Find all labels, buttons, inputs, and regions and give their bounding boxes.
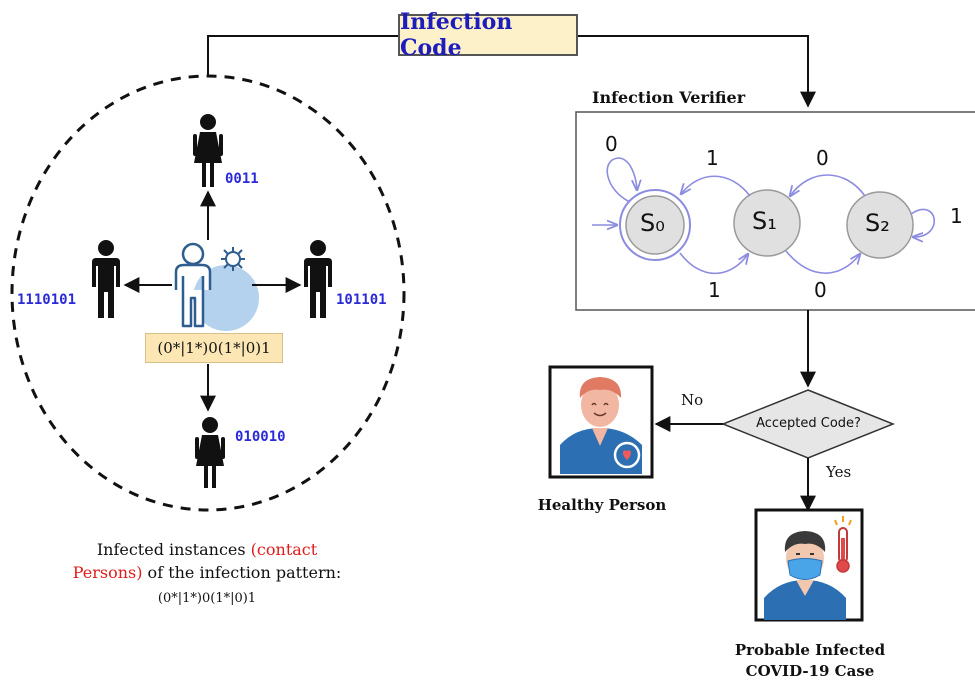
infected-label-line-2: COVID-19 Case — [745, 662, 875, 680]
infected-person-icon — [174, 242, 259, 331]
infection-code-title: Infection Code — [398, 9, 578, 61]
state-s2-label: S₂ — [865, 209, 890, 237]
fsm-edge-s0-loop — [606, 157, 637, 203]
caption-highlight-1: (contact — [250, 540, 318, 559]
edge-label-s1-to-s2: 0 — [814, 278, 827, 302]
edge-label-s0-loop: 0 — [605, 132, 618, 156]
state-s1-label: S₁ — [752, 207, 777, 235]
contact-person-female-top-icon — [193, 114, 223, 187]
connector-right-arrow — [578, 35, 816, 108]
caption-line-2: Persons) of the infection pattern: — [0, 563, 414, 582]
edge-label-s0-to-s1: 1 — [708, 278, 721, 302]
virus-icon — [221, 247, 245, 271]
caption-text-1: Infected instances — [96, 540, 251, 559]
decision-question: Accepted Code? — [756, 416, 861, 431]
yes-label: Yes — [826, 463, 852, 481]
edge-label-s2-loop: 1 — [950, 204, 963, 228]
caption-text-2: of the infection pattern: — [142, 563, 342, 582]
caption-pattern: (0*|1*)0(1*|0)1 — [157, 591, 257, 606]
contact-person-female-bottom-icon — [195, 417, 225, 488]
state-s2 — [846, 191, 914, 259]
edge-label-s2-to-s1: 0 — [816, 146, 829, 170]
fsm-edge-s1-to-s2 — [785, 250, 860, 274]
state-s1 — [733, 189, 801, 257]
infected-person-image — [754, 508, 864, 622]
state-s0 — [625, 195, 685, 255]
no-label: No — [681, 391, 704, 409]
fsm-edge-s2-to-s1 — [790, 174, 866, 196]
state-s0-outer — [619, 189, 691, 261]
verifier-title: Infection Verifier — [592, 88, 746, 107]
fsm-edge-s0-to-s1 — [679, 253, 748, 275]
healthy-person-image — [548, 365, 654, 479]
edge-label-s1-to-s0: 1 — [706, 146, 719, 170]
code-right: 101101 — [336, 292, 387, 308]
code-left: 1110101 — [17, 292, 77, 308]
caption-highlight-2: Persons) — [72, 563, 143, 582]
contact-person-male-right-icon — [304, 240, 332, 318]
code-bottom: 010010 — [235, 429, 286, 445]
contact-person-male-left-icon — [92, 240, 120, 318]
fsm-edge-s2-loop — [910, 208, 936, 238]
fsm-edge-s1-to-s0 — [681, 175, 751, 196]
caption-line-1: Infected instances (contact — [0, 540, 414, 559]
healthy-person-label: Healthy Person — [537, 496, 667, 514]
state-s0-label: S₀ — [640, 209, 665, 237]
code-top: 0011 — [225, 171, 259, 187]
contact-circle — [10, 74, 406, 512]
connector-left — [207, 35, 398, 76]
infected-label-line-1: Probable Infected — [734, 641, 886, 659]
infection-pattern-box: (0*|1*)0(1*|0)1 — [145, 333, 283, 363]
